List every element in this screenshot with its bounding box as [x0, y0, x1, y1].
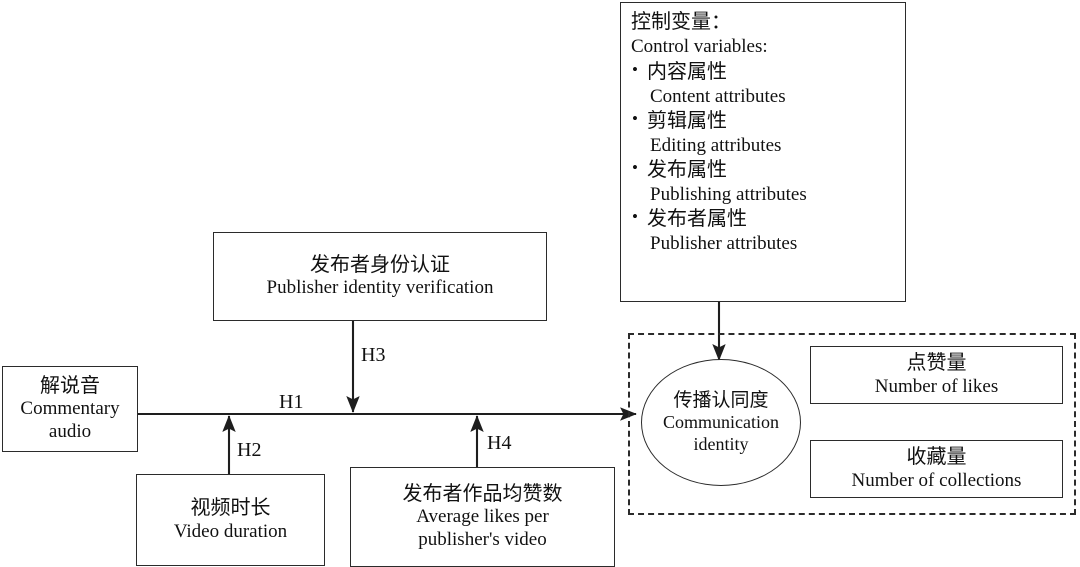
node-label-en-line1: Average likes per — [416, 506, 549, 528]
node-label-cn: 视频时长 — [190, 497, 271, 519]
control-variable-label-en: Content attributes — [650, 85, 786, 107]
control-variable-label-cn: • 发布者属性 — [631, 207, 897, 232]
control-variable-text-cn: 发布者属性 — [647, 208, 747, 231]
node-label-en: Video duration — [173, 520, 288, 542]
node-label-en: Number of likes — [874, 375, 999, 397]
node-video-duration: 视频时长 Video duration — [136, 474, 325, 566]
node-number-of-likes: 点赞量 Number of likes — [810, 346, 1063, 404]
control-variables-heading-cn: 控制变量： — [631, 11, 731, 33]
control-variables-list: • 内容属性 Content attributes • 剪辑属性 Editing… — [631, 60, 897, 257]
node-number-of-collections: 收藏量 Number of collections — [810, 440, 1063, 498]
node-publisher-identity-verification: 发布者身份认证 Publisher identity verification — [213, 232, 547, 321]
node-communication-identity: 传播认同度 Communication identity — [641, 359, 801, 486]
control-variable-text-cn: 内容属性 — [647, 60, 727, 83]
control-variable-item: • 发布者属性 Publisher attributes — [631, 207, 897, 256]
node-label-en-line1: Commentary — [20, 398, 120, 420]
hypothesis-label-h4: H4 — [487, 432, 512, 454]
hypothesis-label-h3: H3 — [361, 344, 386, 366]
bullet-icon: • — [632, 59, 638, 79]
control-variables-heading-en: Control variables: — [631, 36, 768, 57]
control-variable-item: • 内容属性 Content attributes — [631, 60, 897, 109]
node-label-en-line2: identity — [693, 433, 749, 454]
node-label-cn: 发布者身份认证 — [310, 253, 450, 276]
node-label-cn: 解说音 — [40, 374, 100, 397]
node-label-en-line1: Communication — [663, 412, 779, 433]
control-variable-item: • 发布属性 Publishing attributes — [631, 158, 897, 207]
outcome-region-dashed-border — [628, 333, 1076, 515]
bullet-icon: • — [632, 157, 638, 177]
control-variable-item: • 剪辑属性 Editing attributes — [631, 109, 897, 158]
node-commentary-audio: 解说音 Commentary audio — [2, 366, 138, 452]
control-variable-label-cn: • 发布属性 — [631, 158, 897, 183]
node-average-likes-per-publishers-video: 发布者作品均赞数 Average likes per publisher's v… — [350, 467, 615, 567]
control-variable-label-en: Publisher attributes — [650, 233, 798, 255]
node-label-cn: 点赞量 — [906, 352, 967, 374]
bullet-icon: • — [632, 108, 638, 128]
node-label-cn: 发布者作品均赞数 — [402, 482, 563, 505]
control-variable-label-en: Publishing attributes — [650, 184, 807, 206]
control-variables-panel: 控制变量： Control variables: • 内容属性 Content … — [620, 2, 906, 302]
control-variable-text-cn: 剪辑属性 — [647, 109, 727, 132]
hypothesis-label-h1: H1 — [279, 391, 304, 413]
bullet-icon: • — [632, 207, 638, 227]
control-variable-label-en: Editing attributes — [650, 135, 782, 156]
node-label-en-line2: audio — [48, 420, 92, 442]
node-label-cn: 传播认同度 — [673, 390, 769, 412]
node-label-en: Number of collections — [851, 469, 1022, 491]
hypothesis-label-h2: H2 — [237, 439, 262, 461]
control-variable-label-cn: • 剪辑属性 — [631, 109, 897, 134]
control-variable-text-cn: 发布属性 — [647, 158, 727, 181]
node-label-en-line2: publisher's video — [418, 528, 547, 550]
control-variable-label-cn: • 内容属性 — [631, 60, 897, 85]
node-label-cn: 收藏量 — [906, 446, 967, 468]
node-label-en: Publisher identity verification — [266, 277, 494, 299]
